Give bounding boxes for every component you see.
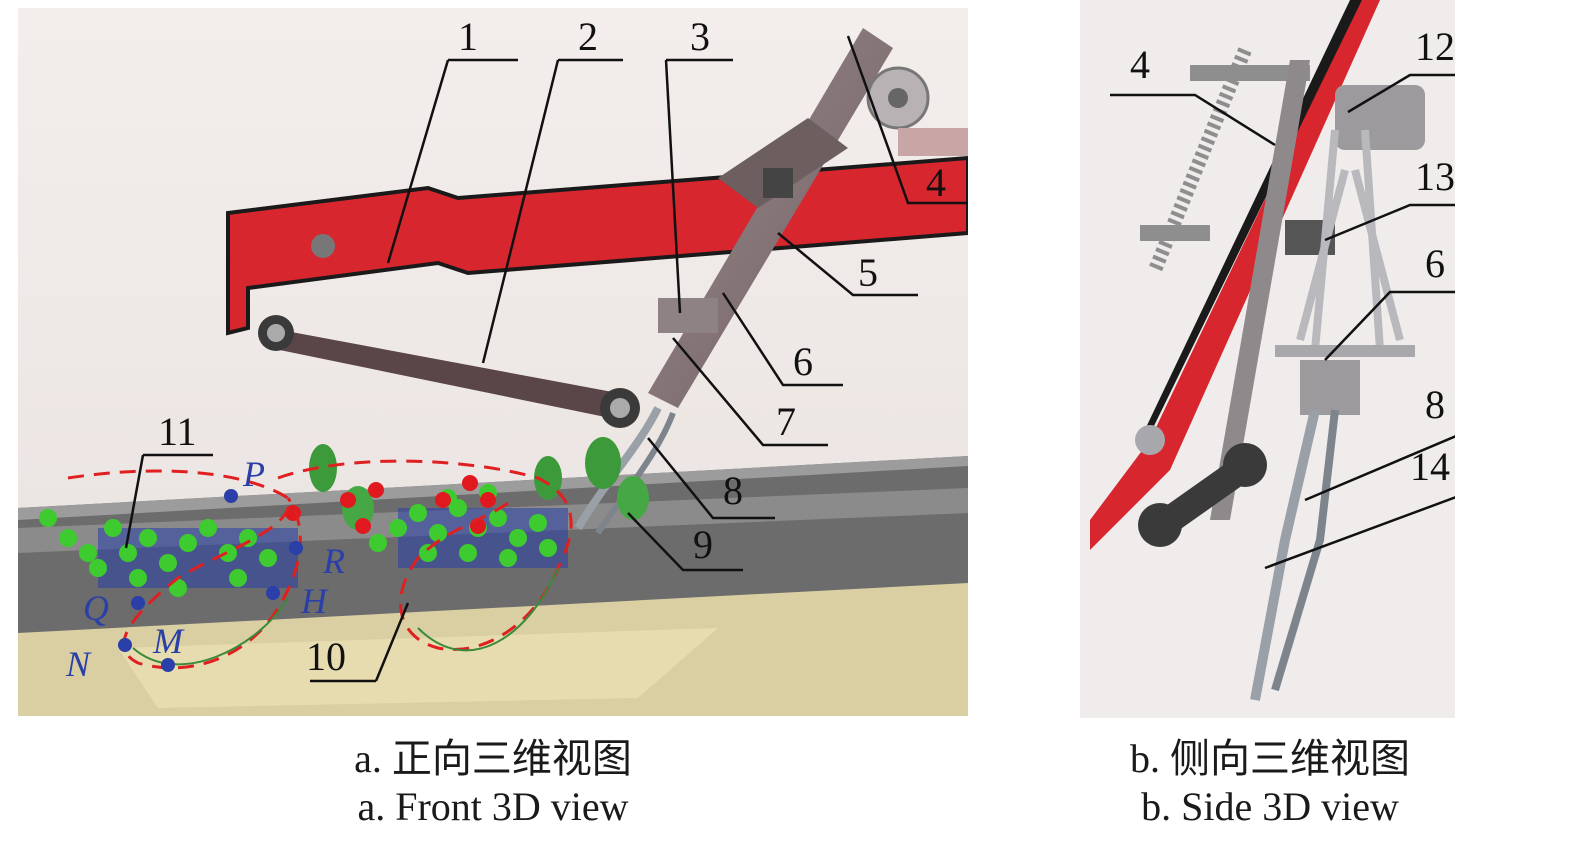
dashed-outline-right — [277, 459, 573, 651]
finger-part-8 — [1271, 409, 1339, 692]
side-leader-lines — [1110, 73, 1455, 570]
caption-side-cn: b. 侧向三维视图 — [1130, 736, 1410, 781]
part-label-8: 8 — [723, 468, 743, 513]
side-part-label-4: 4 — [1130, 42, 1150, 87]
side-part-label-12: 12 — [1415, 24, 1455, 69]
part-label-10: 10 — [306, 634, 346, 679]
point-label-q: Q — [83, 588, 109, 628]
caption-front-view: a. 正向三维视图 a. Front 3D view — [18, 735, 968, 831]
gripper-finger-part-8 — [574, 406, 662, 531]
part-label-3: 3 — [690, 14, 710, 59]
part-label-2: 2 — [578, 14, 598, 59]
point-label-r: R — [322, 541, 345, 581]
part-label-7: 7 — [776, 399, 796, 444]
front-3d-view-panel: P Q R H M N 1 2 3 4 5 6 7 8 9 10 11 — [18, 8, 968, 716]
point-label-h: H — [300, 581, 329, 621]
link-part-2 — [270, 328, 620, 420]
point-label-n: N — [65, 644, 92, 684]
side-part-label-8: 8 — [1425, 382, 1445, 427]
part-label-6: 6 — [793, 339, 813, 384]
key-point-markers — [118, 489, 303, 672]
plant-block-part-11 — [39, 475, 568, 597]
frame-part-side — [1090, 0, 1380, 550]
caption-side-en: b. Side 3D view — [1141, 784, 1399, 829]
point-label-p: P — [242, 454, 265, 494]
part-label-4: 4 — [926, 160, 946, 205]
side-part-label-13: 13 — [1415, 154, 1455, 199]
side-3d-view-panel: 4 12 13 6 8 14 — [1080, 0, 1455, 718]
motor-part-12 — [1335, 85, 1425, 150]
caption-front-cn: a. 正向三维视图 — [354, 736, 632, 781]
caption-side-view: b. 侧向三维视图 b. Side 3D view — [1060, 735, 1480, 831]
part-label-5: 5 — [858, 250, 878, 295]
gripper-bar-part-6 — [1275, 345, 1415, 357]
finger-part-14 — [1250, 408, 1320, 701]
seedling-leaf-part-9 — [585, 437, 621, 489]
side-view-illustration: 4 12 13 6 8 14 — [1080, 0, 1455, 718]
side-part-label-6: 6 — [1425, 241, 1445, 286]
caption-front-en: a. Front 3D view — [357, 784, 629, 829]
leader-lines — [124, 35, 968, 683]
dashed-outline-left — [67, 469, 302, 670]
side-part-label-14: 14 — [1410, 444, 1450, 489]
part-label-1: 1 — [458, 14, 478, 59]
front-view-illustration: P Q R H M N 1 2 3 4 5 6 7 8 9 10 11 — [18, 8, 968, 716]
part-label-9: 9 — [693, 522, 713, 567]
part-label-11: 11 — [158, 409, 197, 454]
point-label-m: M — [152, 621, 185, 661]
